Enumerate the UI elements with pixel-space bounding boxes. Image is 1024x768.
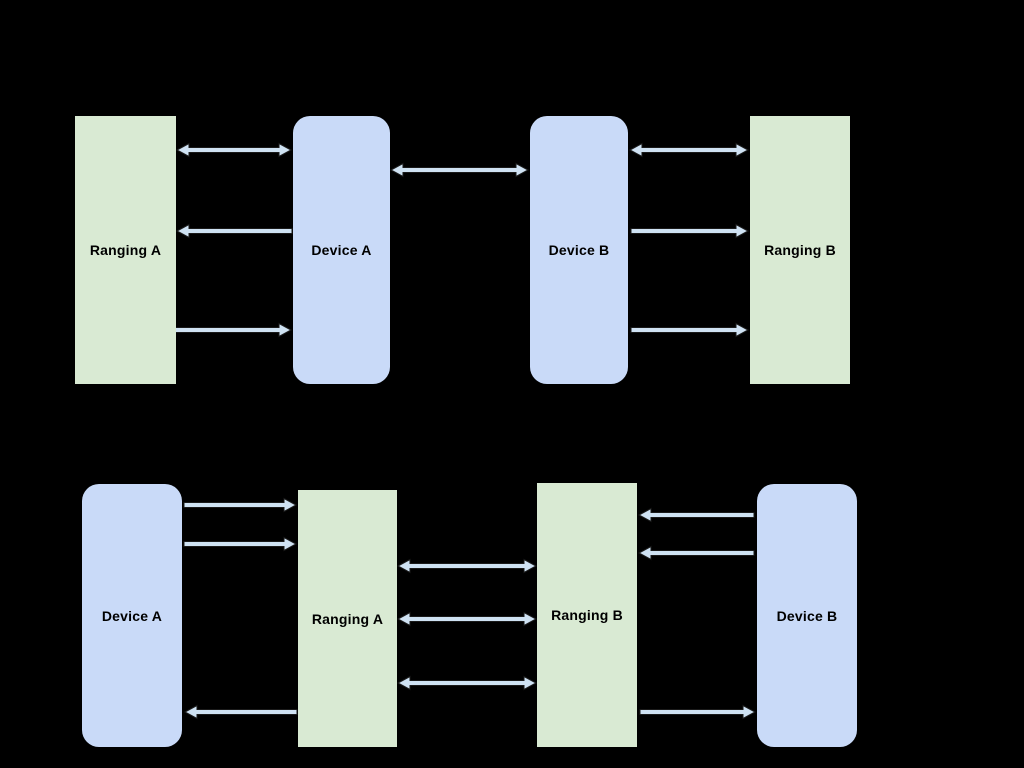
box-bottom-device-a: Device A	[82, 484, 182, 747]
arrow-device-a-to-ranging-a	[183, 536, 298, 552]
arrow-ranging-a-to-device-a	[175, 142, 293, 158]
box-bottom-ranging-b: Ranging B	[537, 483, 637, 747]
arrow-device-b-to-ranging-b	[630, 322, 750, 338]
box-top-device-b: Device B	[530, 116, 628, 384]
box-top-ranging-a: Ranging A	[75, 116, 176, 384]
arrow-ranging-a-to-device-a	[183, 704, 298, 720]
arrow-ranging-b-to-device-b	[639, 704, 757, 720]
box-top-device-b-label: Device B	[548, 242, 610, 258]
box-top-ranging-b: Ranging B	[750, 116, 850, 384]
box-top-device-a-label: Device A	[311, 242, 372, 258]
box-bottom-device-b: Device B	[757, 484, 857, 747]
arrow-ranging-a-to-ranging-b	[396, 675, 538, 691]
box-top-ranging-a-label: Ranging A	[89, 242, 162, 258]
arrow-device-a-to-ranging-a	[183, 497, 298, 513]
box-bottom-device-b-label: Device B	[776, 607, 838, 624]
arrow-ranging-a-to-ranging-b	[396, 558, 538, 574]
box-bottom-ranging-a: Ranging A	[298, 490, 397, 747]
arrow-device-b-to-ranging-b	[637, 545, 755, 561]
arrow-device-b-to-ranging-b	[637, 507, 755, 523]
arrow-ranging-a-to-device-a	[171, 322, 293, 338]
box-bottom-ranging-b-label: Ranging B	[551, 607, 623, 623]
arrow-device-b-to-ranging-b	[628, 142, 750, 158]
arrow-device-b-to-ranging-b	[630, 223, 750, 239]
box-top-ranging-b-label: Ranging B	[764, 242, 836, 258]
box-top-device-a: Device A	[293, 116, 390, 384]
box-bottom-ranging-a-label: Ranging A	[311, 610, 384, 627]
arrow-device-a-to-device-b	[389, 162, 530, 178]
arrow-device-a-to-ranging-a	[175, 223, 293, 239]
box-bottom-device-a-label: Device A	[101, 607, 163, 624]
arrow-ranging-a-to-ranging-b	[396, 611, 538, 627]
